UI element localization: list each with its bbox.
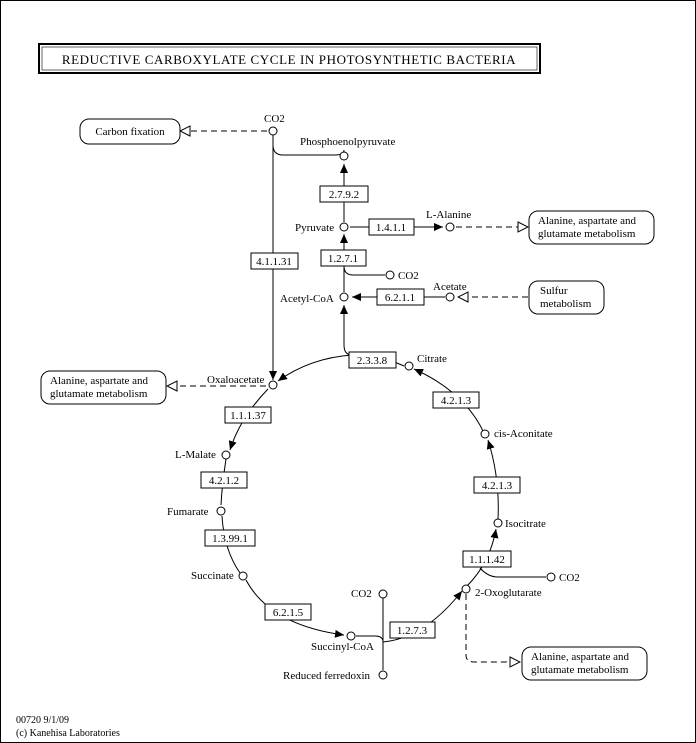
compound-node-co2-pyruvate[interactable] [385,270,395,280]
label-co2-oxoglutarate: CO2 [559,572,580,584]
compound-node-acetate[interactable] [445,292,455,302]
enzyme-2-7-9-2[interactable]: 2.7.9.2 [319,185,369,203]
label-acetyl-coa: Acetyl-CoA [280,293,334,305]
svg-text:1.1.1.37: 1.1.1.37 [230,410,266,422]
label-2-oxoglutarate: 2-Oxoglutarate [475,587,542,599]
compound-node-fumarate[interactable] [216,506,226,516]
label-l-malate: L-Malate [175,449,216,461]
label-oxaloacetate: Oxaloacetate [207,374,265,386]
enzyme-4-2-1-3-citrate[interactable]: 4.2.1.3 [432,391,480,409]
compound-node-co2-succinyl[interactable] [378,589,388,599]
label-acetate: Acetate [433,281,467,293]
svg-text:4.1.1.31: 4.1.1.31 [256,256,292,268]
map-alanine-aspartate-glutamate-2[interactable]: Alanine, aspartate and glutamate metabol… [40,370,167,405]
svg-text:1.2.7.1: 1.2.7.1 [328,253,358,265]
map-label-line1: Alanine, aspartate and [50,375,149,387]
svg-text:4.2.1.3: 4.2.1.3 [441,395,472,407]
compound-node-acetyl-coa[interactable] [339,292,349,302]
compound-node-cis-aconitate[interactable] [480,429,490,439]
map-alanine-aspartate-glutamate-3[interactable]: Alanine, aspartate and glutamate metabol… [521,646,648,681]
svg-text:1.3.99.1: 1.3.99.1 [212,533,248,545]
enzyme-4-2-1-2[interactable]: 4.2.1.2 [200,471,248,489]
compound-node-l-malate[interactable] [221,450,231,460]
svg-text:1.4.1.1: 1.4.1.1 [376,222,406,234]
reaction-line-co2-oxoglutarate [479,567,546,578]
svg-text:4.2.1.2: 4.2.1.2 [209,475,239,487]
label-isocitrate: Isocitrate [505,518,546,530]
reaction-line-2-3-3-8-oxaloacetate [277,354,353,382]
link-alanine-metabolism-3 [465,594,520,662]
enzyme-1-2-7-3[interactable]: 1.2.7.3 [389,621,436,639]
label-citrate: Citrate [417,353,447,365]
title-box: REDUCTIVE CARBOXYLATE CYCLE IN PHOTOSYNT… [38,43,541,74]
compound-node-pyruvate[interactable] [339,222,349,232]
map-sulfur-metabolism[interactable]: Sulfur metabolism [528,280,605,315]
label-co2-pyruvate: CO2 [398,270,419,282]
label-succinyl-coa: Succinyl-CoA [311,641,374,653]
label-co2-top: CO2 [264,113,285,125]
map-label-line2: glutamate metabolism [50,388,148,400]
map-carbon-fixation[interactable]: Carbon fixation [79,118,181,145]
compound-node-isocitrate[interactable] [493,518,503,528]
map-label-line2: glutamate metabolism [531,664,629,676]
map-label-line1: Alanine, aspartate and [531,651,630,663]
svg-text:6.2.1.5: 6.2.1.5 [273,607,304,619]
map-label: Carbon fixation [95,126,165,138]
enzyme-1-3-99-1[interactable]: 1.3.99.1 [204,529,256,547]
map-label-line1: Alanine, aspartate and [538,215,637,227]
enzyme-4-1-1-31[interactable]: 4.1.1.31 [250,252,299,270]
enzyme-1-2-7-1[interactable]: 1.2.7.1 [320,249,367,267]
enzyme-1-4-1-1[interactable]: 1.4.1.1 [368,218,415,236]
compound-node-citrate[interactable] [404,361,414,371]
label-succinate: Succinate [191,570,234,582]
compound-node-co2-top[interactable] [268,126,278,136]
svg-text:4.2.1.3: 4.2.1.3 [482,480,513,492]
enzyme-1-1-1-42[interactable]: 1.1.1.42 [462,550,512,568]
label-fumarate: Fumarate [167,506,209,518]
map-alanine-aspartate-glutamate-1[interactable]: Alanine, aspartate and glutamate metabol… [528,210,655,245]
footer-map-id-date: 00720 9/1/09 [16,715,69,726]
compound-node-co2-oxoglutarate[interactable] [546,572,556,582]
enzyme-6-2-1-5[interactable]: 6.2.1.5 [264,603,312,621]
label-reduced-ferredoxin: Reduced ferredoxin [283,670,371,682]
compound-node-l-alanine[interactable] [445,222,455,232]
footer-copyright: (c) Kanehisa Laboratories [16,728,120,739]
pathway-title: REDUCTIVE CARBOXYLATE CYCLE IN PHOTOSYNT… [62,52,516,67]
map-label-line2: glutamate metabolism [538,228,636,240]
label-pyruvate: Pyruvate [295,222,334,234]
compound-node-2-oxoglutarate[interactable] [461,584,471,594]
svg-text:1.1.1.42: 1.1.1.42 [469,554,505,566]
compound-node-succinate[interactable] [238,571,248,581]
label-l-alanine: L-Alanine [426,209,471,221]
svg-text:1.2.7.3: 1.2.7.3 [397,625,428,637]
svg-text:2.7.9.2: 2.7.9.2 [329,189,359,201]
enzyme-1-1-1-37[interactable]: 1.1.1.37 [224,406,272,424]
map-label-line1: Sulfur [540,285,568,297]
label-cis-aconitate: cis-Aconitate [494,428,553,440]
label-co2-succinyl: CO2 [351,588,372,600]
reaction-line-1-3-99-1 [221,515,241,574]
enzyme-4-2-1-3-isocitrate[interactable]: 4.2.1.3 [473,476,521,494]
label-phosphoenolpyruvate: Phosphoenolpyruvate [300,136,395,148]
compound-node-oxaloacetate[interactable] [268,380,278,390]
compound-node-reduced-ferredoxin[interactable] [378,670,388,680]
svg-text:2.3.3.8: 2.3.3.8 [357,355,388,367]
enzyme-2-3-3-8[interactable]: 2.3.3.8 [348,351,397,369]
map-label-line2: metabolism [540,298,592,310]
enzyme-6-2-1-1[interactable]: 6.2.1.1 [376,288,425,306]
compound-node-succinyl-coa[interactable] [346,631,356,641]
compound-node-phosphoenolpyruvate[interactable] [339,151,349,161]
svg-text:6.2.1.1: 6.2.1.1 [385,292,415,304]
reaction-line-co2-pyruvate [343,265,385,276]
